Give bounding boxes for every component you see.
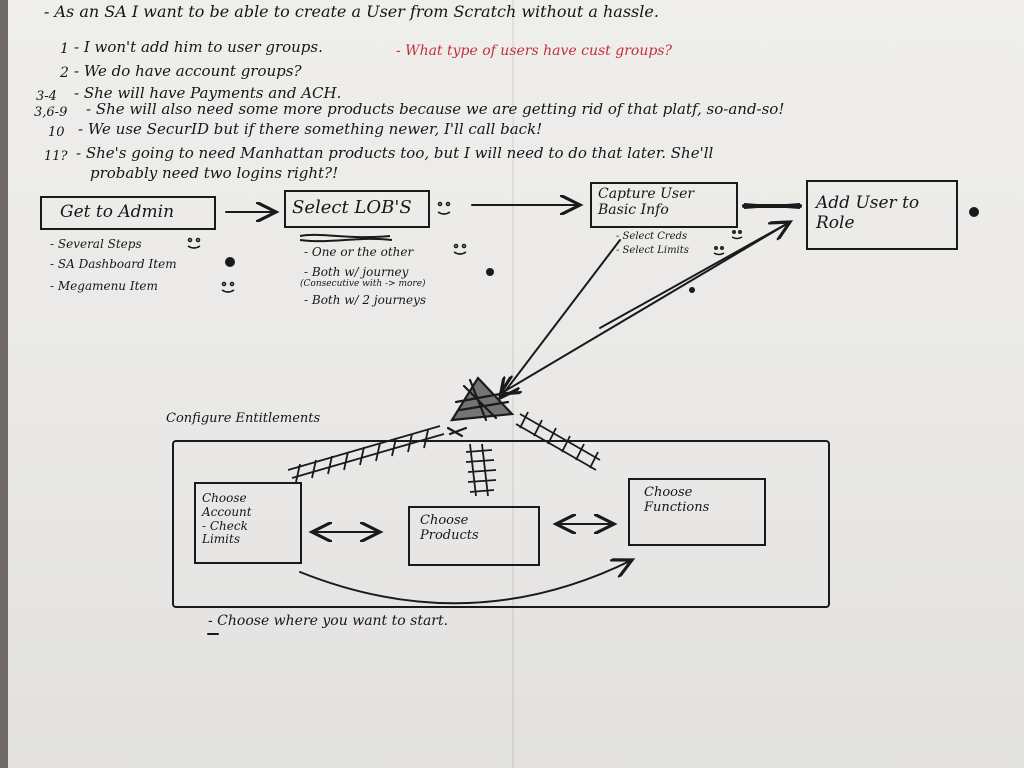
choose-functions-box bbox=[628, 478, 766, 546]
configure-label: Configure Entitlements bbox=[166, 411, 321, 426]
flow-step-get-to-admin: Get to Admin bbox=[60, 202, 175, 222]
item-6-continuation: probably need two logins right?! bbox=[90, 164, 339, 182]
smiley-faces bbox=[187, 201, 743, 293]
item-3-number: 3-4 bbox=[36, 89, 57, 104]
step1-note-1: - Several Steps bbox=[50, 237, 142, 251]
flow-step-add-user-role: Add User to Role bbox=[816, 193, 920, 233]
note-line-1: - As an SA I want to be able to create a… bbox=[44, 2, 659, 21]
item-1-text: - I won't add him to user groups. bbox=[74, 38, 323, 56]
neutral-faces bbox=[225, 207, 979, 293]
step2-note-2: - Both w/ journey bbox=[304, 265, 409, 279]
step2-note-3: (Consecutive with -> more) bbox=[300, 279, 426, 289]
flow-step-select-lobs: Select LOB'S bbox=[292, 197, 412, 218]
step2-note-4: - Both w/ 2 journeys bbox=[304, 293, 427, 307]
configure-footer-note: - Choose where you want to start. bbox=[208, 613, 449, 629]
step1-note-2: - SA Dashboard Item bbox=[50, 257, 177, 271]
flow-box-get-to-admin bbox=[40, 196, 216, 230]
step3-note-1: - Select Creds bbox=[616, 231, 688, 242]
item-6-text: - She's going to need Manhattan products… bbox=[76, 144, 714, 162]
arrow-role-to-hub bbox=[500, 221, 791, 394]
item-1-number: 1 bbox=[60, 41, 69, 57]
item-2-text: - We do have account groups? bbox=[74, 62, 302, 80]
step3-note-2: - Select Limits bbox=[616, 245, 689, 256]
choose-products-text: Choose Products bbox=[420, 513, 479, 543]
flow-box-add-user-role bbox=[806, 180, 958, 250]
flow-box-capture-user bbox=[590, 182, 738, 228]
configure-outer-frame bbox=[172, 440, 830, 608]
hatched-connectors bbox=[287, 411, 601, 497]
choose-functions-text: Choose Functions bbox=[644, 485, 710, 515]
arrow-capture-to-hub bbox=[500, 239, 621, 398]
hatched-hub bbox=[446, 376, 515, 438]
step1-note-3: - Megamenu Item bbox=[50, 279, 158, 293]
item-5-text: - We use SecurID but if there something … bbox=[78, 120, 543, 138]
choose-account-text: Choose Account - Check Limits bbox=[202, 491, 252, 547]
item-6-number: 11? bbox=[44, 149, 68, 164]
item-3-text: - She will have Payments and ACH. bbox=[74, 84, 342, 102]
choose-account-box bbox=[194, 482, 302, 564]
flow-step-capture-user: Capture User Basic Info bbox=[598, 186, 695, 219]
choose-products-box bbox=[408, 506, 540, 566]
item-4-text: - She will also need some more products … bbox=[86, 100, 785, 118]
step2-note-1: - One or the other bbox=[304, 245, 414, 259]
item-2-number: 2 bbox=[60, 65, 69, 81]
item-4-number: 3,6-9 bbox=[34, 105, 68, 120]
item-2-red-question: - What type of users have cust groups? bbox=[396, 43, 672, 59]
item-5-number: 10 bbox=[48, 125, 65, 140]
curve-account-functions bbox=[299, 560, 632, 605]
arrow-hub-to-role bbox=[599, 222, 790, 329]
scribbles bbox=[299, 203, 801, 243]
flow-box-select-lobs bbox=[284, 190, 430, 228]
